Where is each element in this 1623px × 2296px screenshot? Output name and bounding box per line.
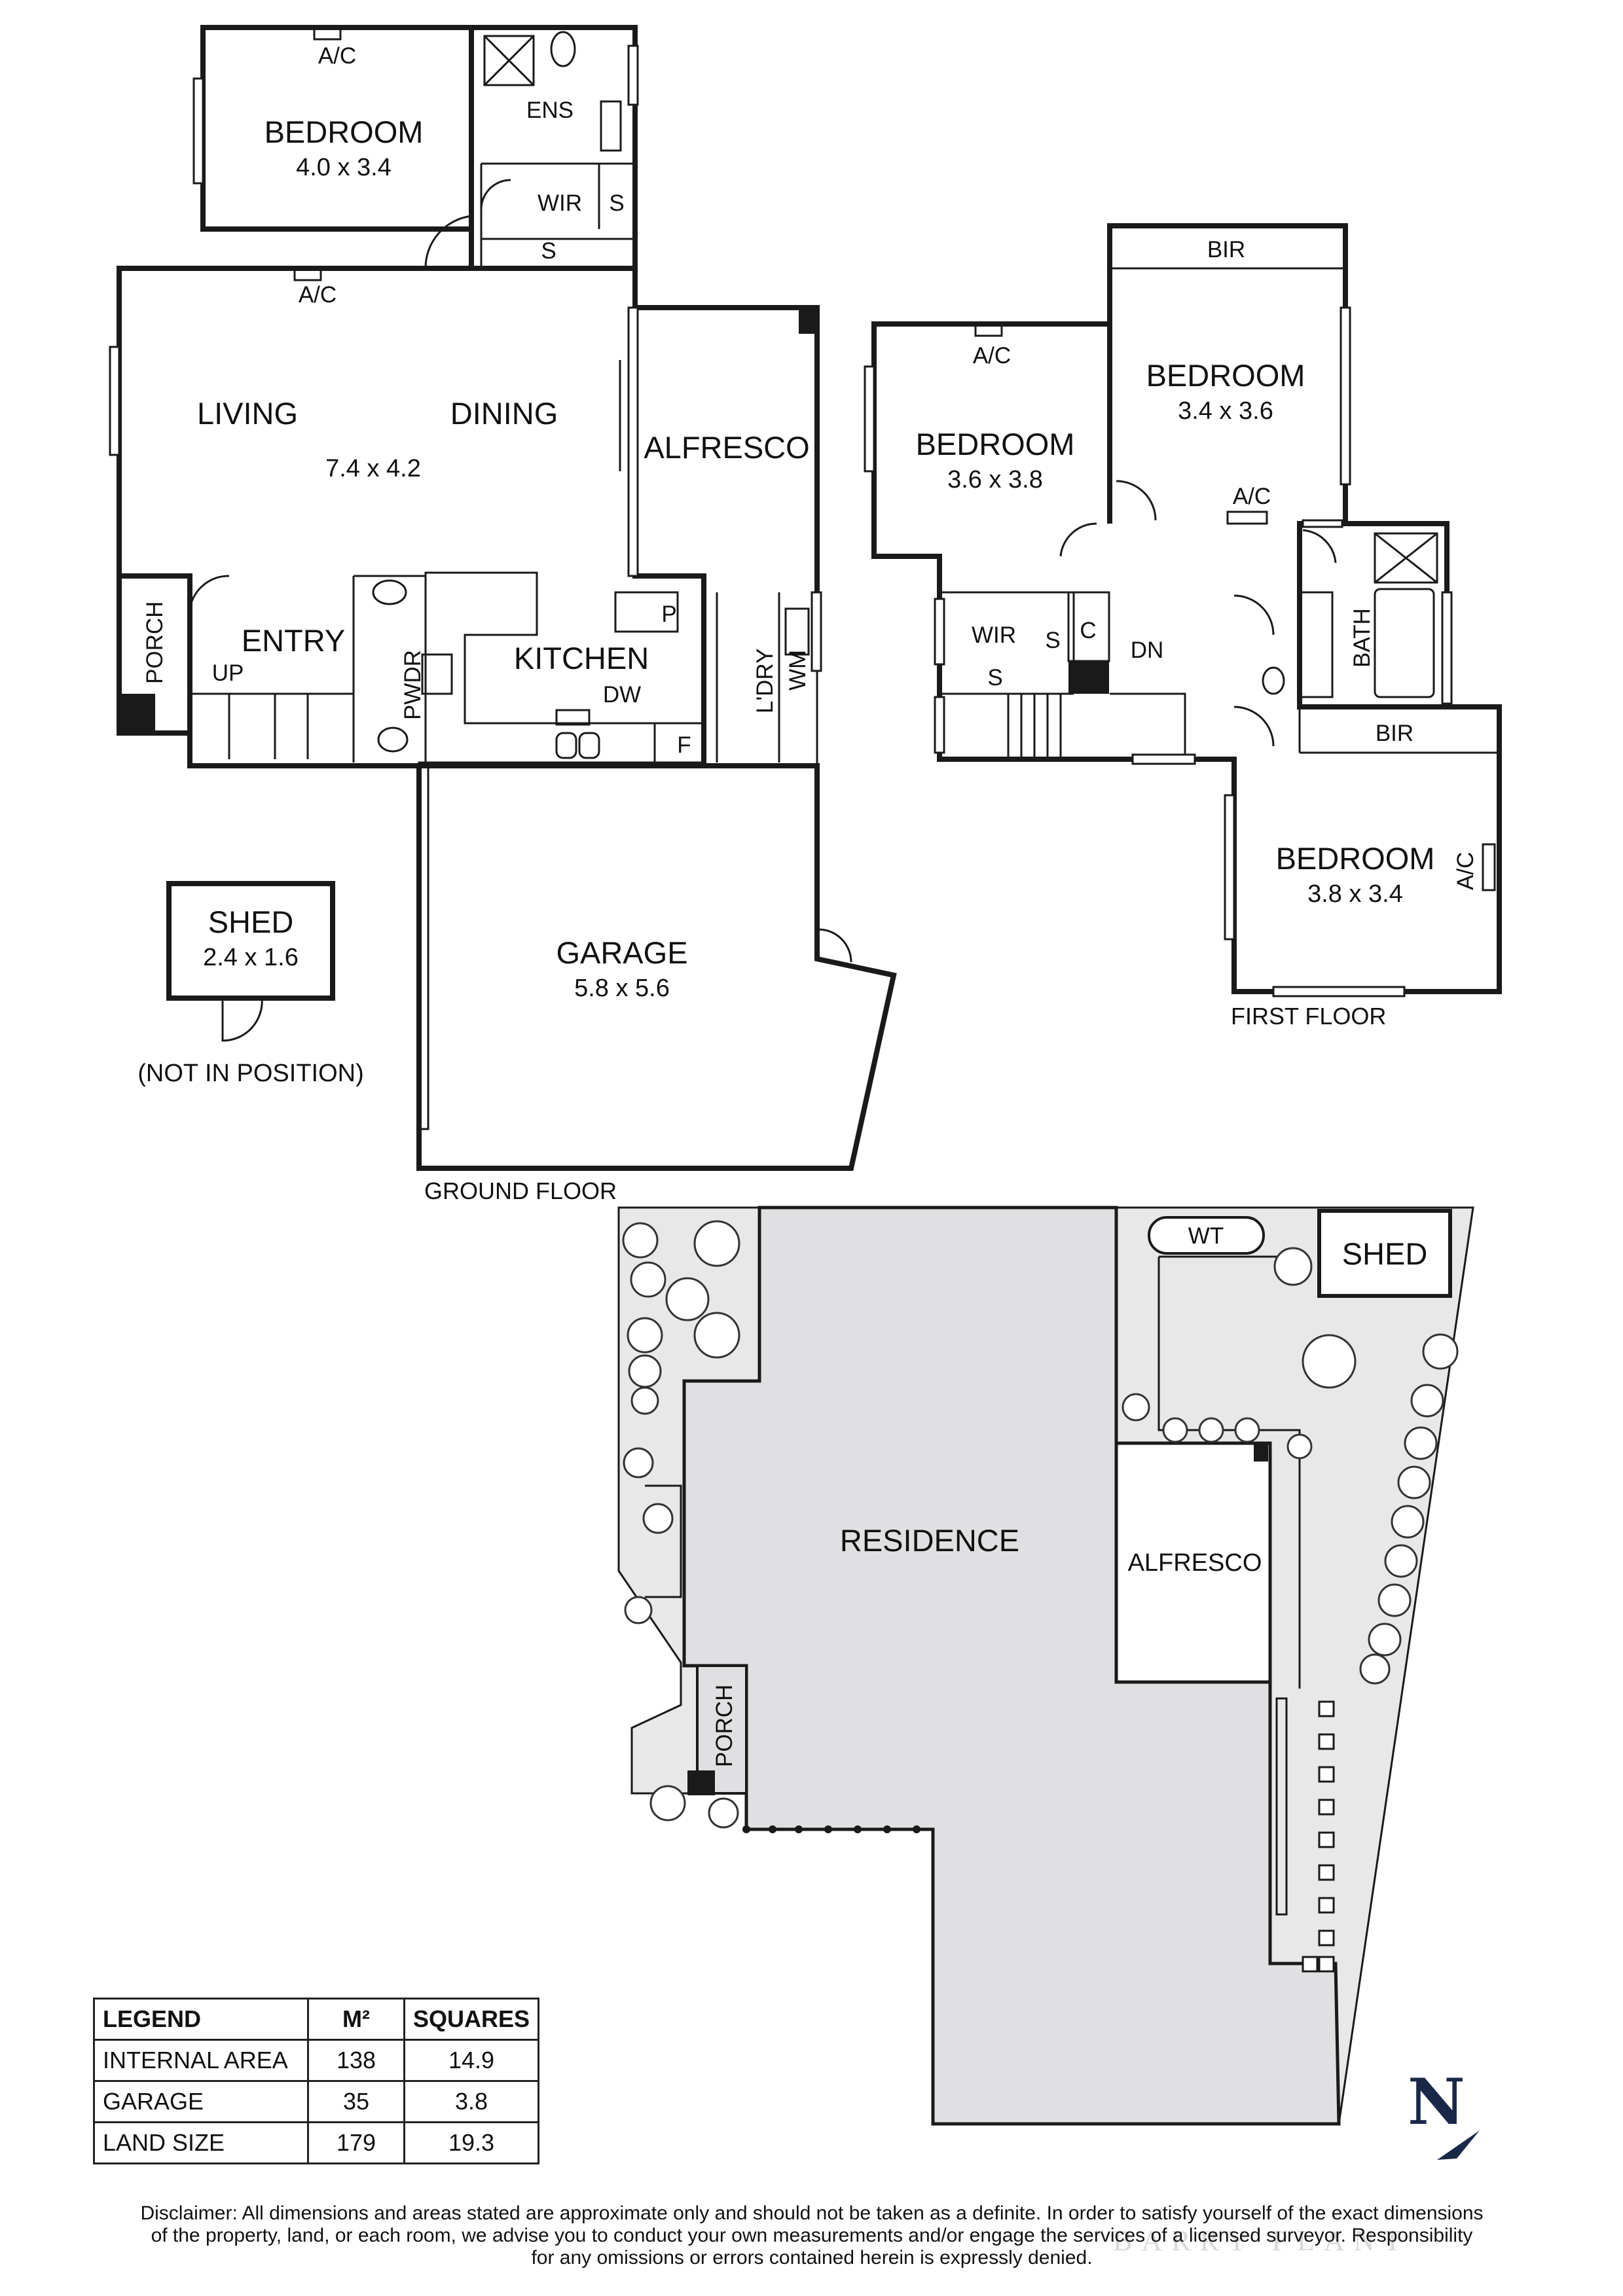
ff-bir-label-bottom: BIR (1376, 721, 1413, 746)
legend-header-m2: M² (307, 1998, 405, 2041)
ff-wir-label: WIR (972, 622, 1016, 648)
legend-row: INTERNAL AREA 138 14.9 (93, 2039, 540, 2082)
gf-garage-size: 5.8 x 5.6 (574, 975, 670, 1002)
site-plan: RESIDENCE ALFRESCO PORCH WT SHED (617, 1206, 1474, 2126)
legend-row-m2: 35 (307, 2080, 405, 2123)
site-shed-label: SHED (1342, 1236, 1428, 1271)
gf-pantry-label: P (661, 601, 676, 627)
ff-bedroom-c-ac-label: A/C (1453, 852, 1478, 890)
legend-table: LEGEND M² SQUARES INTERNAL AREA 138 14.9… (93, 1998, 540, 2164)
gf-stairs-up-label: UP (212, 660, 244, 686)
ff-bedroom-c-label: BEDROOM (1276, 841, 1435, 876)
ff-shelf-label-a: S (1045, 628, 1060, 653)
gf-living-label: LIVING (197, 396, 298, 431)
legend-header-label: LEGEND (93, 1998, 309, 2041)
site-water-tank-label: WT (1188, 1223, 1224, 1249)
gf-kitchen-label: KITCHEN (514, 641, 649, 675)
gf-fridge-label: F (677, 732, 691, 758)
legend-header-squares: SQUARES (403, 1998, 540, 2041)
ff-shelf-label-b: S (987, 665, 1002, 691)
legend-header-row: LEGEND M² SQUARES (93, 1998, 540, 2041)
ff-bedroom-b-ac-label: A/C (1233, 484, 1271, 509)
brand-watermark: BARRY PLANT (1113, 2225, 1411, 2257)
site-porch-label: PORCH (712, 1685, 737, 1767)
gf-dining-label: DINING (450, 396, 558, 431)
compass-north-label: N (1408, 2065, 1465, 2139)
ground-floor-label: GROUND FLOOR (424, 1177, 617, 1204)
first-floor-plan: BIR A/C BEDROOM 3.6 x 3.8 BEDROOM 3.4 x … (864, 223, 1502, 1030)
gf-alfresco-label: ALFRESCO (644, 430, 809, 465)
gf-entry-label: ENTRY (242, 623, 345, 658)
disclaimer-line: Disclaimer: All dimensions and areas sta… (140, 2202, 1484, 2224)
legend-row-label: GARAGE (93, 2080, 309, 2123)
ff-bedroom-a-label: BEDROOM (916, 427, 1075, 461)
ff-bedroom-b-label: BEDROOM (1146, 358, 1305, 393)
ground-floor-plan: A/C BEDROOM 4.0 x 3.4 ENS WIR S S A/C LI… (109, 25, 897, 1204)
gf-laundry-label: L'DRY (752, 649, 778, 713)
legend-row-squares: 19.3 (403, 2121, 540, 2164)
ff-stairs-down-label: DN (1131, 637, 1164, 663)
first-floor-label: FIRST FLOOR (1231, 1003, 1386, 1030)
disclaimer-line: of the property, land, or each room, we … (151, 2225, 1473, 2246)
gf-shed-label: SHED (208, 905, 294, 939)
ff-bath-label: BATH (1349, 608, 1375, 668)
legend-row-m2: 179 (307, 2121, 405, 2164)
legend-row-squares: 14.9 (403, 2039, 540, 2082)
gf-garage-label: GARAGE (556, 935, 687, 970)
gf-ensuite-label: ENS (526, 98, 574, 123)
gf-bedroom-ac-label: A/C (318, 43, 356, 69)
disclaimer-line: for any omissions or errors contained he… (531, 2247, 1093, 2269)
ff-bedroom-c-size: 3.8 x 3.4 (1307, 880, 1403, 908)
legend-row: GARAGE 35 3.8 (93, 2080, 540, 2123)
ff-bedroom-a-ac-label: A/C (973, 343, 1011, 368)
gf-shed-size: 2.4 x 1.6 (203, 944, 299, 971)
ff-bedroom-b-size: 3.4 x 3.6 (1178, 397, 1273, 425)
gf-dishwasher-label: DW (603, 682, 641, 708)
gf-living-size: 7.4 x 4.2 (325, 455, 421, 482)
legend-row-squares: 3.8 (403, 2080, 540, 2123)
legend-row-label: INTERNAL AREA (93, 2039, 309, 2082)
gf-washing-machine-label: WM (785, 650, 811, 691)
compass-arrow-icon (1437, 2130, 1480, 2160)
gf-powder-label: PWDR (400, 650, 426, 720)
site-residence-label: RESIDENCE (840, 1523, 1019, 1558)
gf-shed-note: (NOT IN POSITION) (137, 1060, 364, 1087)
gf-living-ac-label: A/C (299, 282, 337, 308)
gf-porch-label: PORCH (142, 601, 168, 684)
site-alfresco-label: ALFRESCO (1128, 1549, 1262, 1577)
ff-cupboard-label: C (1080, 618, 1096, 643)
gf-bedroom-label: BEDROOM (264, 115, 424, 149)
disclaimer-text: Disclaimer: All dimensions and areas sta… (59, 2202, 1565, 2269)
legend-row: LAND SIZE 179 19.3 (93, 2121, 540, 2164)
ff-bedroom-a-size: 3.6 x 3.8 (947, 466, 1043, 493)
gf-bedroom-size: 4.0 x 3.4 (296, 154, 392, 181)
ff-bir-label-top: BIR (1207, 237, 1245, 262)
gf-shelf-label-b: S (541, 238, 556, 264)
gf-shelf-label-a: S (609, 190, 624, 216)
legend-row-m2: 138 (307, 2039, 405, 2082)
legend-row-label: LAND SIZE (93, 2121, 309, 2164)
gf-wir-label: WIR (538, 190, 582, 216)
